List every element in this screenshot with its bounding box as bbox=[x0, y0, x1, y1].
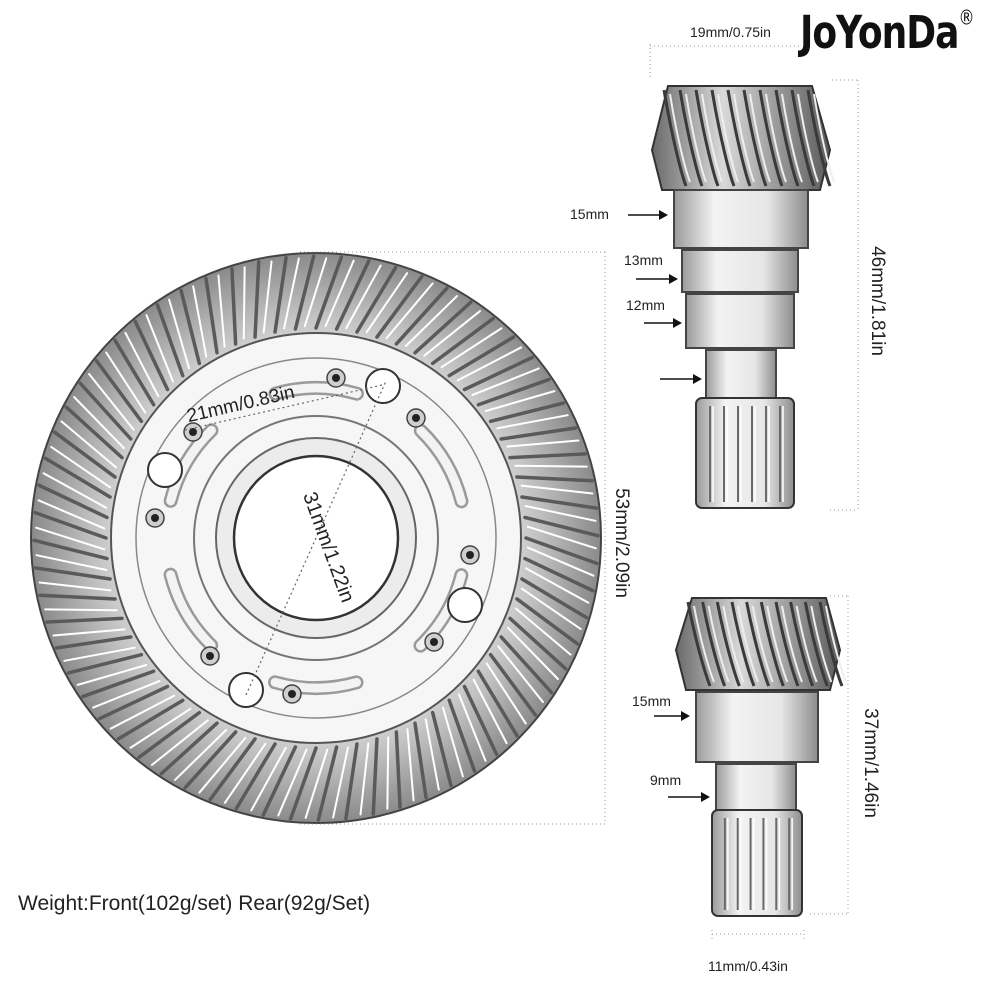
ring-gear-teeth bbox=[32, 254, 600, 822]
bottom-pinion bbox=[674, 597, 847, 917]
bottom-pinion-length-label: 37mm/1.46in bbox=[859, 708, 881, 818]
brand-logo: JoYonDa® bbox=[800, 5, 974, 60]
top-pinion-dimensions bbox=[628, 44, 859, 511]
bottom-pinion-width-label: 11mm/0.43in bbox=[708, 958, 788, 974]
top-pinion-length-label: 46mm/1.81in bbox=[866, 246, 888, 356]
ring-gear-bolt-holes bbox=[145, 368, 483, 708]
top-pinion-diameter-15: 15mm bbox=[570, 206, 609, 222]
weight-caption: Weight:Front(102g/set) Rear(92g/Set) bbox=[18, 892, 371, 915]
ring-gear-height-dimension bbox=[300, 251, 606, 825]
top-pinion-diameter-12: 12mm bbox=[626, 297, 665, 313]
brand-name: JoYonDa bbox=[800, 8, 959, 60]
ring-gear bbox=[30, 252, 602, 824]
bottom-pinion-diameter-15: 15mm bbox=[632, 693, 671, 709]
bottom-pinion-dimensions bbox=[654, 595, 849, 942]
top-pinion-width-label: 19mm/0.75in bbox=[690, 24, 771, 40]
bottom-pinion-diameter-9: 9mm bbox=[650, 772, 682, 788]
registered-mark: ® bbox=[958, 5, 974, 30]
top-pinion-diameter-13: 13mm bbox=[624, 252, 663, 268]
ring-gear-height-label: 53mm/2.09in bbox=[610, 488, 632, 598]
top-pinion bbox=[650, 85, 835, 509]
